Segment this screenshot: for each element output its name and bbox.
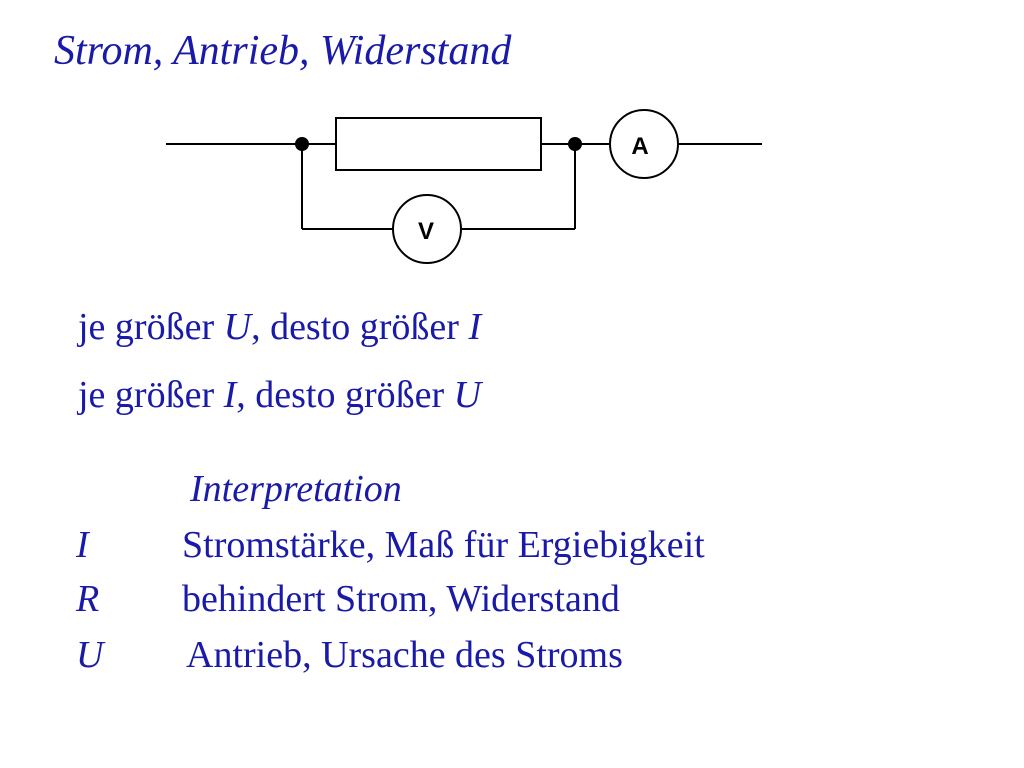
junction-node-right [568,137,582,151]
statement-2-var2: U [453,374,482,416]
definition-text: behindert Strom, Widerstand [182,578,620,620]
statement-1-mid: , desto größer [251,306,469,348]
definition-symbol: I [76,524,89,566]
circuit-diagram: A V [166,109,762,264]
statement-1-var1: U [223,306,252,348]
ammeter-circle [609,109,679,179]
voltmeter-circle [392,194,462,264]
resistor [335,117,542,171]
ammeter-label: A [631,133,648,160]
statement-line-2: je größer I, desto größer U [78,376,481,414]
statement-2-var1: I [223,374,237,416]
definition-symbol: R [76,578,100,620]
definition-text: Stromstärke, Maß für Ergiebigkeit [182,524,705,566]
statement-2-mid: , desto größer [236,374,454,416]
voltmeter-label: V [418,218,434,245]
definition-symbol: U [76,634,104,676]
interpretation-heading: Interpretation [190,468,402,510]
statement-2-prefix: je größer [78,374,224,416]
statement-1-prefix: je größer [78,306,224,348]
definition-text: Antrieb, Ursache des Stroms [186,634,623,676]
junction-node-left [295,137,309,151]
statement-line-1: je größer U, desto größer I [78,308,481,346]
statement-1-var2: I [468,306,482,348]
slide-title: Strom, Antrieb, Widerstand [54,28,512,74]
